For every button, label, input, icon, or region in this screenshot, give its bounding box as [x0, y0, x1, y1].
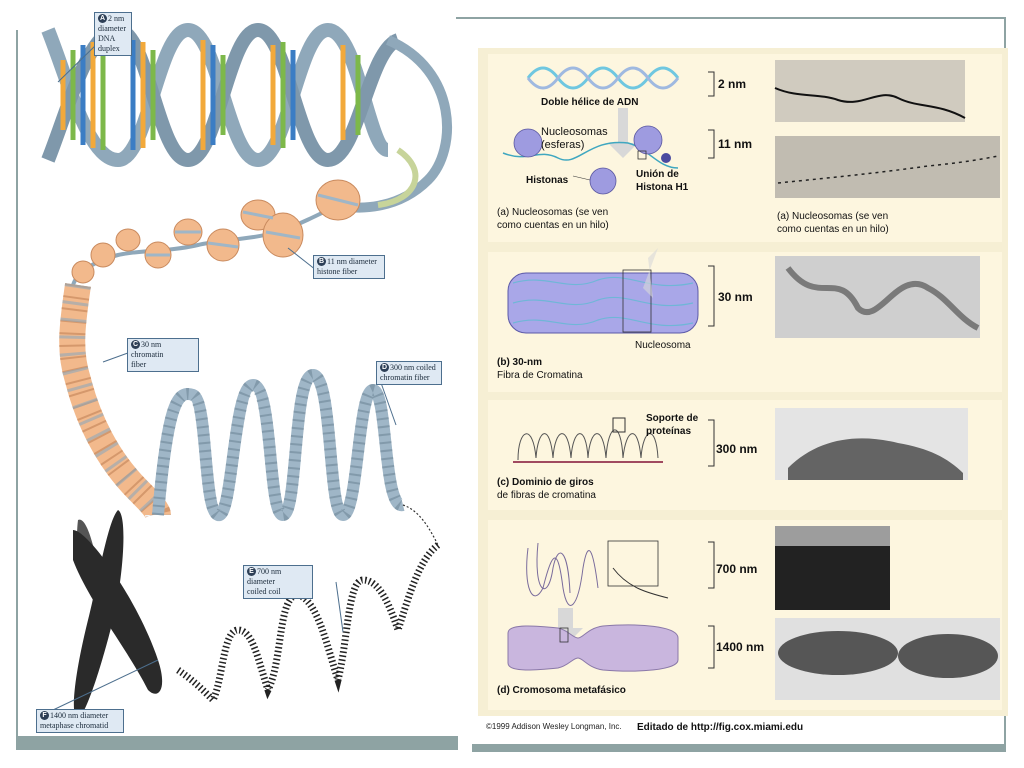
copyright-credit: ©1999 Addison Wesley Longman, Inc.	[486, 722, 622, 731]
nucleosomes-label: Nucleosomas (esferas)	[541, 126, 608, 151]
nucleosome-fiber	[71, 179, 361, 286]
callout-badge: D	[380, 363, 389, 372]
protein-support-label: Soporte de proteínas	[646, 413, 699, 437]
section-c-caption: (c) Dominio de giros de fibras de cromat…	[497, 477, 596, 501]
slide-frame-top	[456, 17, 1006, 19]
callout-badge: F	[40, 711, 49, 720]
scale-brackets	[708, 71, 715, 669]
source-credit: Editado de http://fig.cox.miami.edu	[637, 722, 804, 733]
micrograph-700nm	[775, 526, 890, 610]
dna-helix-schematic	[526, 66, 680, 90]
section-d-caption: (d) Cromosoma metafásico	[497, 685, 626, 696]
scale-30nm: 30 nm	[718, 290, 753, 304]
section-a-micrograph-caption: (a) Nucleosomas (se ven como cuentas en …	[777, 211, 889, 235]
micrograph-metaphase	[775, 618, 1000, 700]
dna-double-helix	[41, 22, 453, 213]
slide-bottom-bar-left	[16, 736, 458, 750]
scale-300nm: 300 nm	[716, 442, 758, 456]
callout-badge: E	[247, 567, 256, 576]
micrograph-300nm	[775, 408, 968, 480]
schematic-drawings	[502, 60, 1000, 700]
micrograph-nucleosomes	[775, 136, 1000, 198]
nucleosome-schematic	[502, 125, 679, 195]
chromatin-packing-illustration	[41, 22, 453, 720]
300nm-coiled-loops	[152, 368, 439, 546]
micrograph-30nm	[775, 256, 980, 338]
zoom-arrow	[608, 108, 638, 158]
scale-700nm: 700 nm	[716, 562, 758, 576]
histone-h1-label: Unión de Histona H1	[636, 169, 689, 193]
scale-2nm: 2 nm	[718, 77, 747, 91]
metaphase-chromosome-schematic	[507, 624, 679, 672]
histones-label: Histonas	[526, 175, 569, 186]
callout-badge: B	[317, 257, 326, 266]
section-a-caption: (a) Nucleosomas (se ven como cuentas en …	[497, 207, 609, 231]
dna-helix-label: Doble hélice de ADN	[541, 97, 639, 108]
section-b-caption: (b) 30-nm Fibra de Cromatina	[497, 357, 583, 381]
700nm-coiled-coil	[176, 542, 441, 706]
slide-bottom-bar-right	[472, 744, 1006, 752]
loop-domain-schematic	[513, 417, 663, 463]
metaphase-chromosome	[73, 510, 163, 720]
dna-base-pairs	[60, 40, 361, 150]
30nm-fiber-schematic	[507, 248, 699, 334]
micrograph-dna	[774, 60, 966, 122]
nucleosoma-label: Nucleosoma	[635, 340, 691, 351]
callout-badge: A	[98, 14, 107, 23]
scale-1400nm: 1400 nm	[716, 640, 765, 654]
callout-badge: C	[131, 340, 140, 349]
slide-frame-left	[16, 30, 18, 748]
scale-11nm: 11 nm	[718, 137, 753, 151]
30nm-chromatin-fiber	[59, 283, 171, 519]
